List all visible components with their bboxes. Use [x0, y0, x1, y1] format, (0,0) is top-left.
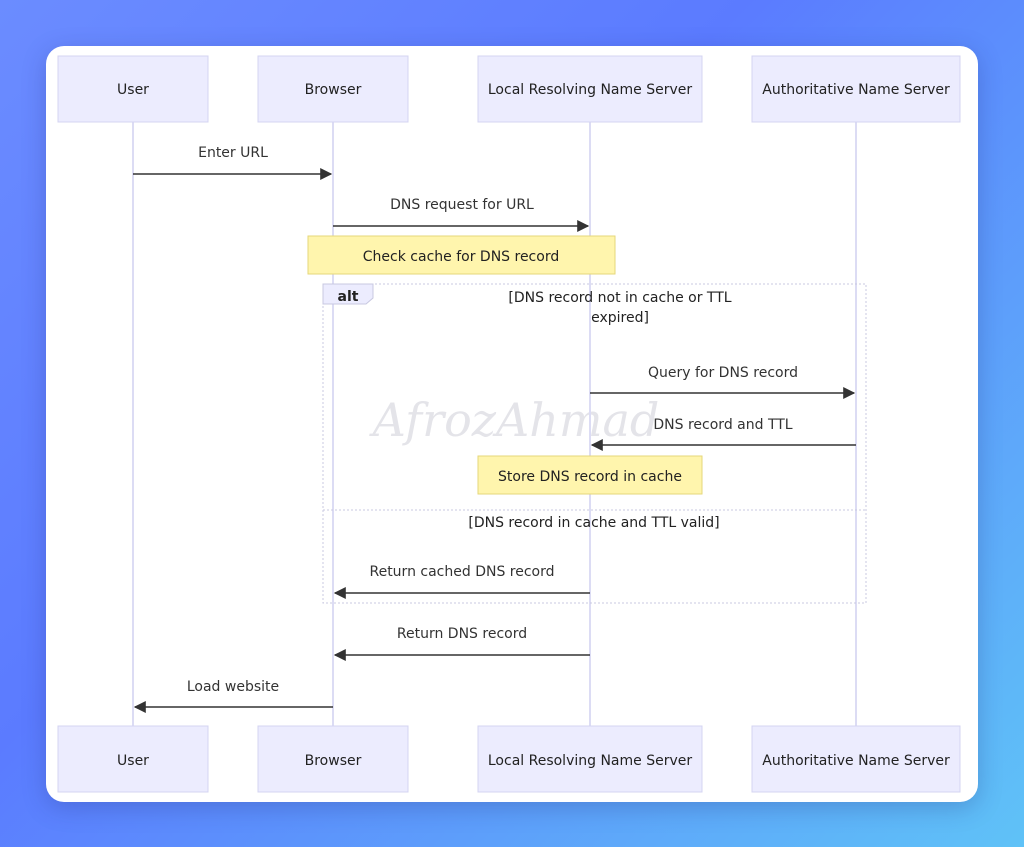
alt-label: alt: [338, 289, 359, 305]
actor-label-browser-bottom: Browser: [305, 753, 362, 769]
alt-frame: [322, 283, 867, 604]
actor-label-user-top: User: [117, 82, 149, 98]
actor-label-authoritative-top: Authoritative Name Server: [762, 82, 950, 98]
note-store-cache: [477, 455, 703, 495]
message-label-return-dns: Return DNS record: [397, 626, 527, 642]
actor-box-user-bottom: [57, 725, 209, 793]
alt-condition-2: [DNS record in cache and TTL valid]: [468, 515, 719, 531]
message-label-dns-request: DNS request for URL: [390, 197, 534, 213]
actor-box-browser-bottom: [257, 725, 409, 793]
note-label-check-cache: Check cache for DNS record: [363, 249, 559, 265]
actor-box-browser-top: [257, 55, 409, 123]
diagram-card: AfrozAhmad alt [DNS record not in cache …: [46, 46, 978, 802]
actor-box-local-resolver-top: [477, 55, 703, 123]
note-label-store-cache: Store DNS record in cache: [498, 469, 682, 485]
message-label-query-dns: Query for DNS record: [648, 365, 798, 381]
actor-label-browser-top: Browser: [305, 82, 362, 98]
actor-label-local-resolver-top: Local Resolving Name Server: [488, 82, 692, 98]
message-label-dns-record-ttl: DNS record and TTL: [653, 417, 792, 433]
watermark: AfrozAhmad: [369, 393, 660, 447]
actor-label-user-bottom: User: [117, 753, 149, 769]
actor-box-authoritative-bottom: [751, 725, 961, 793]
alt-condition-1-line-2: expired]: [591, 310, 649, 326]
alt-condition-1-line-1: [DNS record not in cache or TTL: [508, 290, 731, 306]
actor-label-authoritative-bottom: Authoritative Name Server: [762, 753, 950, 769]
alt-label-box: [322, 283, 374, 305]
actor-box-local-resolver-bottom: [477, 725, 703, 793]
note-check-cache: [307, 235, 616, 275]
actor-label-local-resolver-bottom: Local Resolving Name Server: [488, 753, 692, 769]
sequence-diagram: AfrozAhmad alt [DNS record not in cache …: [57, 55, 961, 793]
actor-box-authoritative-top: [751, 55, 961, 123]
actor-box-user-top: [57, 55, 209, 123]
message-label-load-website: Load website: [187, 679, 279, 695]
message-label-enter-url: Enter URL: [198, 145, 268, 161]
message-label-return-cached: Return cached DNS record: [369, 564, 554, 580]
